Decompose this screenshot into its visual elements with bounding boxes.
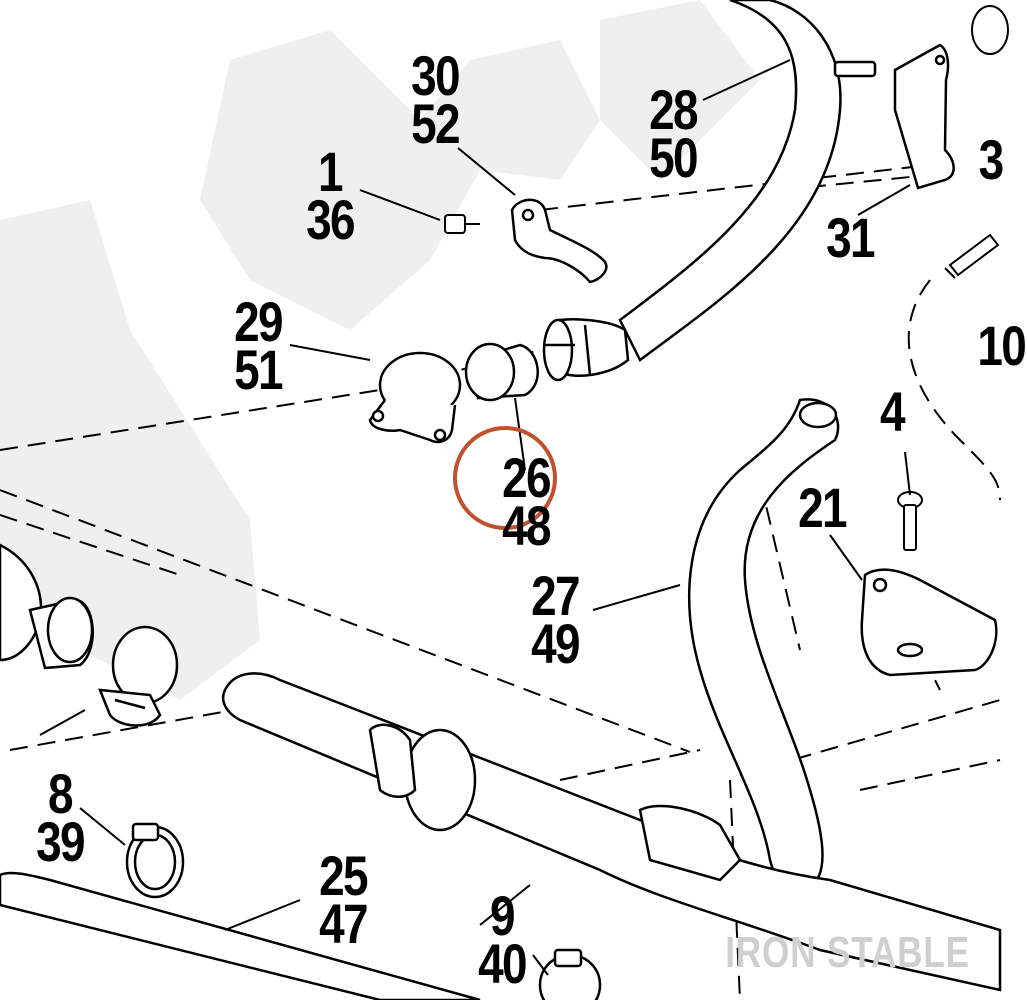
- callout-25: 25: [319, 844, 368, 907]
- callout-3-partial: 3: [978, 128, 1012, 191]
- clamp-bracket: [510, 198, 608, 284]
- watermark-text: IRON STABLE: [725, 928, 970, 977]
- oxygen-sensor: [944, 233, 1000, 279]
- carriage-bolt: [897, 491, 923, 551]
- callout-26: 26: [502, 446, 551, 509]
- callout-31: 31: [817, 206, 883, 269]
- callout-29-51: 29 51: [225, 290, 291, 401]
- top-right-clamp: [971, 5, 1009, 55]
- callout-4: 4: [859, 380, 925, 443]
- muffler-clamp: [368, 351, 462, 444]
- callout-8-39: 8 39: [27, 762, 93, 873]
- callout-49: 49: [531, 612, 580, 675]
- background-watermark: [0, 0, 760, 700]
- callout-29: 29: [234, 290, 283, 353]
- callout-31-label: 31: [826, 206, 875, 269]
- callout-21: 21: [789, 476, 855, 539]
- rear-head-pipe: [688, 398, 840, 893]
- callout-51: 51: [234, 338, 283, 401]
- hose-clamp-upper: [125, 822, 185, 899]
- mount-bracket: [833, 43, 955, 190]
- callout-8: 8: [48, 762, 74, 825]
- callout-3: 3: [978, 128, 1005, 191]
- callout-1: 1: [318, 140, 344, 203]
- callout-26-48: 26 48: [493, 446, 559, 557]
- callout-10-partial: 10: [977, 314, 1026, 377]
- callout-30: 30: [411, 44, 460, 107]
- highlight-circle: [453, 426, 557, 530]
- callout-40: 40: [478, 932, 527, 995]
- callout-30-52: 30 52: [402, 44, 468, 155]
- crossover-pipe: [221, 672, 1002, 992]
- callout-9: 9: [490, 884, 516, 947]
- band-clamp: [98, 625, 179, 727]
- callout-47: 47: [319, 892, 368, 955]
- lower-left-pipe: [0, 871, 481, 1000]
- callout-39: 39: [36, 810, 85, 873]
- callout-48: 48: [502, 494, 551, 557]
- callout-1-36: 1 36: [297, 140, 363, 251]
- callout-28-50: 28 50: [640, 78, 706, 189]
- callout-10: 10: [977, 314, 1026, 377]
- front-head-pipe: [542, 0, 842, 382]
- callout-4-label: 4: [880, 380, 906, 443]
- callout-27-49: 27 49: [522, 564, 588, 675]
- callout-9-40: 9 40: [469, 884, 535, 995]
- flange-bolt: [444, 214, 480, 234]
- callout-21-label: 21: [798, 476, 847, 539]
- leader-lines: [39, 59, 911, 976]
- callout-52: 52: [411, 92, 460, 155]
- hose-clamp-lower: [538, 948, 602, 1000]
- callout-28: 28: [649, 78, 698, 141]
- callout-27: 27: [531, 564, 580, 627]
- left-muffler-end: [0, 543, 94, 670]
- heat-shield-bracket: [860, 568, 998, 677]
- callout-25-47: 25 47: [310, 844, 376, 955]
- callout-36: 36: [306, 188, 355, 251]
- pipe-sleeve: [464, 342, 539, 402]
- callout-50: 50: [649, 126, 698, 189]
